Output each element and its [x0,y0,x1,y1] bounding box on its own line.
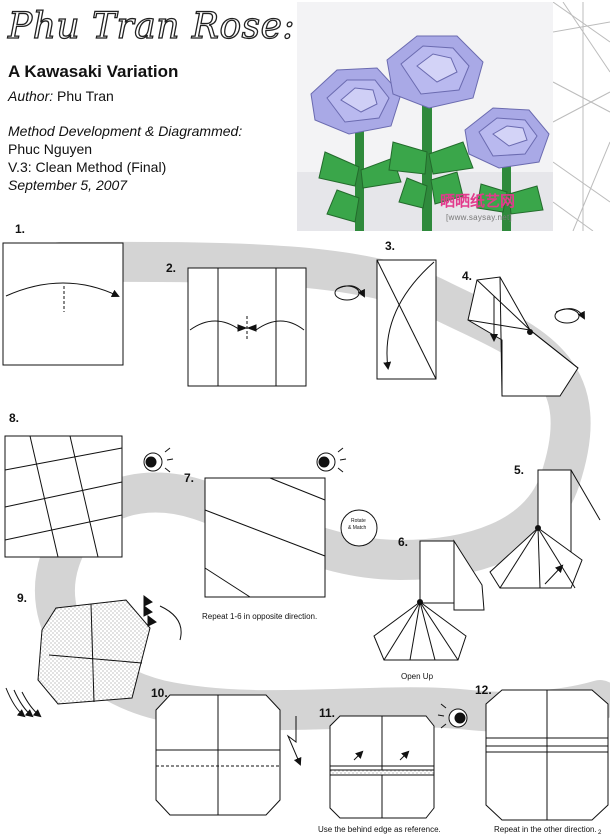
rose-photo [297,2,553,231]
caption-step6: Open Up [401,672,434,681]
turn-over-icon-2 [554,308,585,324]
step-number-7: 7. [184,471,195,485]
step-number-9: 9. [17,591,28,605]
step4-diagram [467,276,579,397]
author-name: Phu Tran [57,88,114,104]
step-number-6: 6. [398,535,409,549]
page-title: Phu Tran Rose: [7,5,296,47]
step8-diagram [4,435,123,558]
rose-illustration [297,2,553,231]
step6-diagram [373,539,485,661]
eye-icon-step11 [437,703,468,729]
step5-diagram [489,469,601,589]
step-number-4: 4. [462,269,473,283]
caption-step7: Repeat 1-6 in opposite direction. [202,612,318,621]
method-name: Phuc Nguyen [8,141,93,157]
step1-diagram [2,242,124,366]
step-number-2: 2. [166,261,177,275]
step-number-12: 12. [475,683,492,697]
step7-diagram [204,477,326,598]
step3-diagram [376,259,437,380]
author-label: Author: [8,88,54,104]
step11-diagram [329,715,435,819]
page-mark: 2 [598,830,602,836]
subtitle: A Kawasaki Variation [8,62,179,81]
method-label: Method Development & Diagrammed: [8,123,243,139]
step-number-10: 10. [151,686,168,700]
step9-diagram [5,595,182,718]
rotate-label-line2: & Match [348,525,367,531]
step2-diagram [187,267,307,387]
eye-icon-step7 [316,447,347,473]
watermark-logo-top: 晒晒纸艺网 [440,193,516,210]
date-line: September 5, 2007 [8,177,128,193]
crease-pattern-decoration [552,1,610,232]
step-number-3: 3. [385,239,396,253]
caption-step12: Repeat in the other direction. [494,825,597,834]
step-number-1: 1. [15,222,26,236]
step-number-11: 11. [319,706,336,720]
step-number-5: 5. [514,463,525,477]
step10-diagram [155,694,302,816]
step12-diagram [485,689,609,821]
version-line: V.3: Clean Method (Final) [8,159,167,175]
author-line: Author: Phu Tran [8,88,114,104]
crease-lines-graphic [552,1,610,232]
step-number-8: 8. [9,411,20,425]
turn-over-icon-1 [334,285,365,301]
caption-step11: Use the behind edge as reference. [318,825,441,834]
rotate-label-line1: Rotate [351,518,366,524]
rotate-match-icon [340,509,378,547]
watermark-url-top: [www.saysay.net] [446,213,513,222]
eye-icon-step8 [143,447,174,473]
